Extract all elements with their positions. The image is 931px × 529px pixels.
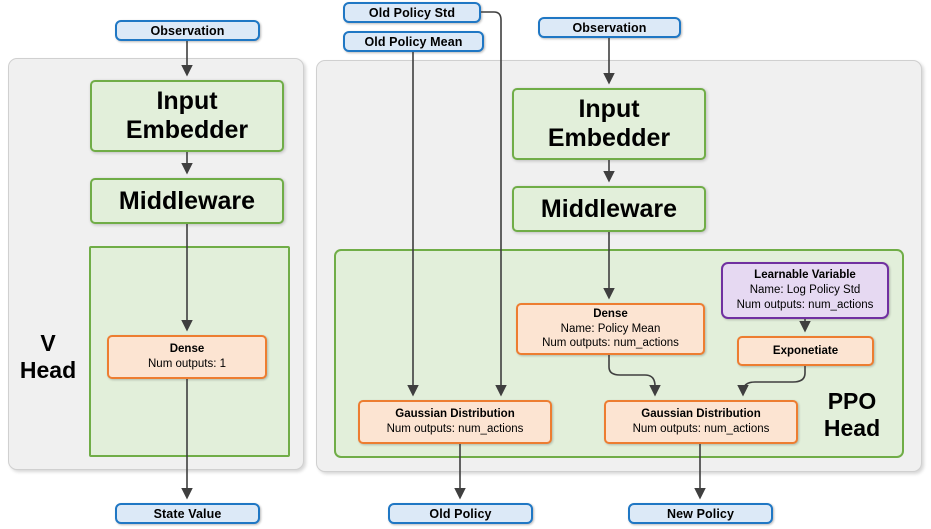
dense-policy-mean-num-outputs: Num outputs: num_actions [542,337,679,350]
learnable-variable-num-outputs: Num outputs: num_actions [736,298,874,311]
v-head-state-value-label: State Value [153,506,222,521]
v-head-dense-num-outputs: Num outputs: 1 [148,358,226,370]
v-head-label: V Head [8,330,88,383]
gaussian-old-title: Gaussian Distribution [395,408,515,421]
v-head-dense-title: Dense [169,343,205,356]
learnable-variable-name: Name: Log Policy Std [749,284,861,297]
exponetiate-label: Exponetiate [772,344,839,357]
old-policy-mean-input[interactable]: Old Policy Mean [343,31,484,52]
dense-policy-mean-box[interactable]: Dense Name: Policy Mean Num outputs: num… [516,303,705,355]
dense-policy-mean-title: Dense [593,307,628,320]
ppo-head-input-embedder-box[interactable]: Input Embedder [512,88,706,160]
old-policy-output[interactable]: Old Policy [388,503,533,524]
v-head-input-embedder-box[interactable]: Input Embedder [90,80,284,152]
gaussian-distribution-new-box[interactable]: Gaussian Distribution Num outputs: num_a… [604,400,798,444]
gaussian-new-num-outputs: Num outputs: num_actions [632,423,770,435]
ppo-head-observation-input[interactable]: Observation [538,17,681,38]
v-head-middleware-box[interactable]: Middleware [90,178,284,224]
old-policy-std-label: Old Policy Std [368,5,456,20]
ppo-head-label: PPO Head [800,388,904,441]
ppo-head-label-line2: Head [823,414,881,441]
v-head-label-line1: V [40,330,56,356]
v-head-dense-box[interactable]: Dense Num outputs: 1 [107,335,267,379]
new-policy-output[interactable]: New Policy [628,503,773,524]
learnable-variable-box[interactable]: Learnable Variable Name: Log Policy Std … [721,262,889,319]
v-head-observation-label: Observation [150,23,225,38]
v-head-input-embedder-label: Input Embedder [125,87,249,144]
gaussian-new-title: Gaussian Distribution [641,408,761,421]
dense-policy-mean-name: Name: Policy Mean [560,322,661,335]
new-policy-output-label: New Policy [667,506,734,521]
v-head-observation-input[interactable]: Observation [115,20,260,41]
exponetiate-box[interactable]: Exponetiate [737,336,874,366]
v-head-middleware-label: Middleware [118,186,256,215]
learnable-variable-title: Learnable Variable [754,269,856,282]
gaussian-distribution-old-box[interactable]: Gaussian Distribution Num outputs: num_a… [358,400,552,444]
old-policy-std-input[interactable]: Old Policy Std [343,2,481,23]
ppo-head-label-line1: PPO [827,388,877,414]
old-policy-mean-label: Old Policy Mean [364,34,463,49]
v-head-state-value-output[interactable]: State Value [115,503,260,524]
ppo-head-input-embedder-label: Input Embedder [547,95,671,152]
v-head-label-line2: Head [19,356,77,383]
old-policy-output-label: Old Policy [429,506,492,521]
ppo-head-middleware-box[interactable]: Middleware [512,186,706,232]
ppo-head-observation-label: Observation [572,20,647,35]
gaussian-old-num-outputs: Num outputs: num_actions [386,423,524,435]
ppo-head-middleware-label: Middleware [540,194,678,223]
